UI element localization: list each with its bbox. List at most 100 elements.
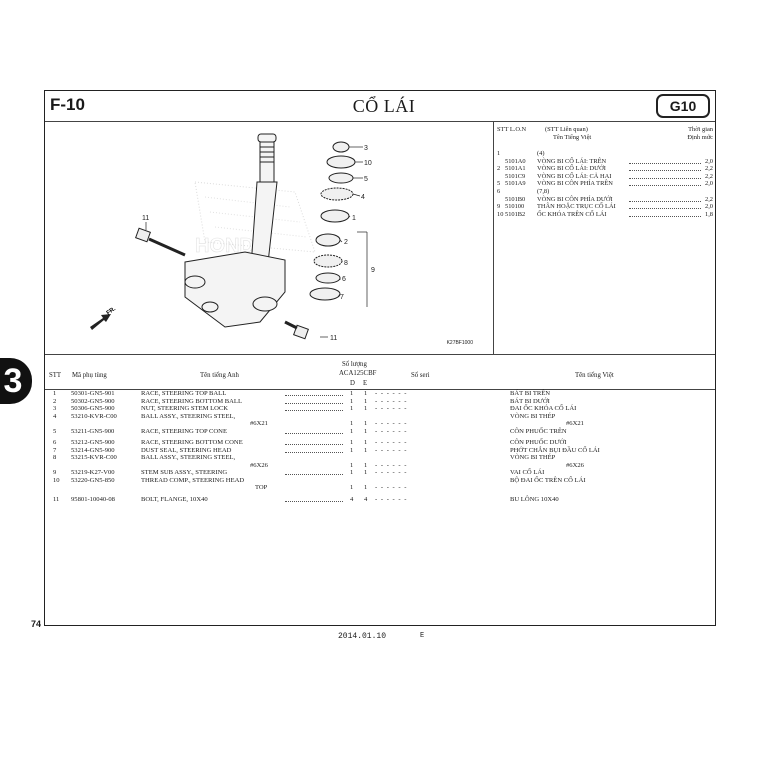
callout-3: 3 xyxy=(364,145,368,152)
lon-code: 510100 xyxy=(505,203,525,211)
col-d: D xyxy=(350,380,355,387)
dot-leader xyxy=(285,447,343,453)
cell-stt: 7 xyxy=(53,446,57,454)
cell-vn-name: BÁT BI DƯỚI xyxy=(510,397,550,405)
cell-stt: 8 xyxy=(53,454,57,461)
lon-value: 2,2 xyxy=(705,195,713,203)
cell-en-name: RACE, STEERING BOTTOM CONE xyxy=(141,439,243,446)
cell-qty-e: 4 xyxy=(364,495,368,503)
dot-leader xyxy=(285,469,343,475)
honda-wing-watermark: HONDA xyxy=(194,181,316,257)
cell-en-name: DUST SEAL, STEERING HEAD xyxy=(141,446,232,454)
page-number: 74 xyxy=(31,619,42,629)
footer-date: 2014.01.10 xyxy=(338,632,387,641)
cell-en-name: BALL ASSY., STEERING STEEL, xyxy=(141,412,236,420)
col-serial: Số seri xyxy=(411,372,430,379)
page-title: CỔ LÁI xyxy=(352,96,416,116)
lon-name: VÒNG BI CỔ LÁI: CẢ HAI xyxy=(537,172,612,180)
dot-leader xyxy=(285,496,343,502)
cell-vn-name: BỘ ĐAI ỐC TRÊN CỔ LÁI xyxy=(510,476,586,484)
cell-qty-d: 1 xyxy=(350,397,354,405)
cell-qty-d: 1 xyxy=(350,461,354,469)
cell-en-name: THREAD COMP., STEERING HEAD xyxy=(141,476,245,484)
cell-serial: - - - - - - xyxy=(375,495,408,503)
cell-serial: - - - - - - xyxy=(375,484,408,491)
group-badge: G10 xyxy=(656,94,710,118)
callout-2: 2 xyxy=(344,239,348,246)
lon-name: ỐC KHÓA TRÊN CỔ LÁI xyxy=(537,210,607,218)
lon-dot-leader xyxy=(629,203,701,210)
lon-code: 5101A1 xyxy=(505,165,526,173)
lon-dot-leader xyxy=(629,196,701,202)
cell-serial: - - - - - - xyxy=(375,397,408,405)
cell-stt: 9 xyxy=(53,469,57,476)
cell-serial: - - - - - - xyxy=(375,469,408,476)
lon-value: 2,0 xyxy=(705,203,713,211)
cell-qty-e: 1 xyxy=(364,397,368,405)
dot-leader xyxy=(285,390,343,396)
cell-en-name: STEM SUB ASSY., STEERING xyxy=(141,469,228,476)
cell-serial: - - - - - - xyxy=(375,461,408,469)
lon-dot-leader xyxy=(629,211,701,217)
lon-name: VÒNG BI CỔ LÁI: TRÊN xyxy=(537,157,607,165)
bearing-stack-drawing xyxy=(309,141,356,301)
cell-part-no: 53215-KVR-C00 xyxy=(71,454,117,461)
col-e: E xyxy=(363,380,368,387)
section-tab: 3 xyxy=(0,358,32,404)
lon-no: 1 xyxy=(497,150,501,157)
lon-name: THÂN HOẶC TRỤC CỔ LÁI xyxy=(537,203,616,211)
lon-value: 2,2 xyxy=(705,165,713,173)
cell-vn-name: CÔN PHUỐC TRÊN xyxy=(510,427,567,435)
cell-qty-e: 1 xyxy=(364,446,368,454)
lon-value: 2,0 xyxy=(705,180,713,188)
cell-qty-e: 1 xyxy=(364,461,368,469)
cell-vn-name: VAI CỔ LÁI xyxy=(510,469,545,476)
lon-name: VÒNG BI CỔ LÁI: DƯỚI xyxy=(537,165,606,173)
dot-leader xyxy=(285,398,343,404)
cell-part-no: 53214-GN5-900 xyxy=(71,446,115,454)
callout-11-top: 11 xyxy=(142,215,149,222)
table-divider xyxy=(45,354,715,355)
cell-vn-name: BU LÔNG 10X40 xyxy=(510,495,559,503)
lon-no: 6 xyxy=(497,187,501,195)
cell-vn-name: ĐAI ỐC KHÓA CỔ LÁI xyxy=(510,405,577,412)
cell-serial: - - - - - - xyxy=(375,427,408,435)
lon-value: 1,8 xyxy=(705,210,713,218)
dot-leader xyxy=(285,428,343,434)
cell-vn-name: VÒNG BI THÉP xyxy=(510,454,556,461)
cell-qty-e: 1 xyxy=(364,439,368,446)
cell-stt: 2 xyxy=(53,397,57,405)
cell-en-name: RACE, STEERING BOTTOM BALL xyxy=(141,397,242,405)
cell-part-no: 50301-GN5-901 xyxy=(71,390,115,397)
lon-header-time: Thời gian xyxy=(688,126,713,133)
cell-qty-d: 1 xyxy=(350,484,354,491)
lon-row: 1(4) xyxy=(497,150,713,158)
lon-header-rate: Định mức xyxy=(687,134,713,141)
cell-vn-name: PHỚT CHẮN BỤI ĐẦU CỔ LÁI xyxy=(510,446,600,454)
cell-stt: 6 xyxy=(53,439,57,446)
cell-en-name: RACE, STEERING TOP BALL xyxy=(141,390,227,397)
cell-qty-e: 1 xyxy=(364,427,368,435)
watermark-text: HONDA xyxy=(195,235,268,257)
lon-code: 5101C9 xyxy=(505,172,526,180)
lon-value: 2,0 xyxy=(705,157,713,165)
cell-qty-d: 1 xyxy=(350,390,354,397)
cell-part-no: 53220-GN5-850 xyxy=(71,476,115,484)
front-label: FR. xyxy=(106,306,118,317)
footer-mark: E xyxy=(420,632,425,640)
lon-name: VÒNG BI CÔN PHÍA DƯỚI xyxy=(537,195,613,203)
cell-vn-name: #6X26 xyxy=(566,461,584,469)
cell-en-name: BOLT, FLANGE, 10X40 xyxy=(141,495,208,503)
section-tab-number: 3 xyxy=(3,362,23,400)
